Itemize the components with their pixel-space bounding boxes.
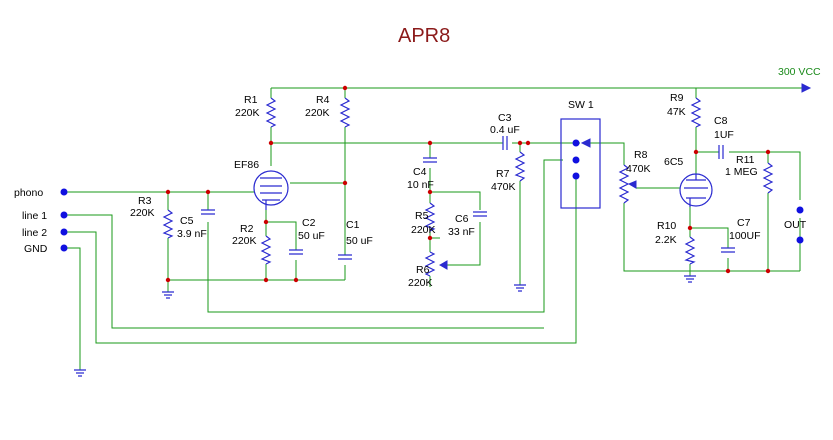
out-terminal-top <box>796 206 804 214</box>
c6-name: C6 <box>455 213 469 225</box>
c4-name: C4 <box>413 166 427 178</box>
component-labels: R1 220K R4 220K R3 220K C5 3.9 nF R2 220… <box>130 92 761 289</box>
r10-value: 2.2K <box>655 234 677 246</box>
r6-name: R6 <box>416 264 430 276</box>
ground-symbols <box>74 275 696 377</box>
ef86-label: EF86 <box>234 159 259 171</box>
r3-symbol <box>162 209 174 239</box>
c1-symbol <box>338 254 352 260</box>
r6-symbol <box>424 251 436 277</box>
c4-symbol <box>423 157 437 163</box>
c7-value: 100UF <box>729 230 761 242</box>
c2-value: 50 uF <box>298 230 325 242</box>
c2-name: C2 <box>302 217 316 229</box>
r2-name: R2 <box>240 223 254 235</box>
c8-value: 1UF <box>714 129 734 141</box>
ground-icon <box>74 369 86 377</box>
6c5-tube <box>679 173 713 207</box>
c5-value: 3.9 nF <box>177 228 207 240</box>
c8-symbol <box>718 145 724 159</box>
r5-symbol <box>424 202 436 232</box>
r8-name: R8 <box>634 149 648 161</box>
sw1-label: SW 1 <box>568 99 594 111</box>
phono-terminal <box>60 188 68 196</box>
schematic-title: APR8 <box>398 25 450 47</box>
ef86-tube <box>253 170 289 210</box>
r9-symbol <box>690 97 702 128</box>
r3-name: R3 <box>138 195 152 207</box>
r7-value: 470K <box>491 181 516 193</box>
c3-value: 0.4 uF <box>490 124 520 136</box>
r1-name: R1 <box>244 94 258 106</box>
c7-name: C7 <box>737 217 751 229</box>
r8-wiper-arrow <box>627 180 637 189</box>
r4-name: R4 <box>316 94 330 106</box>
c8-name: C8 <box>714 115 728 127</box>
c5-name: C5 <box>180 215 194 227</box>
r5-value: 220K <box>411 224 436 236</box>
ground-icon <box>162 291 174 299</box>
6c5-label: 6C5 <box>664 156 683 168</box>
r11-symbol <box>762 162 774 194</box>
c5-symbol <box>201 209 215 215</box>
sw1-switch <box>560 118 601 209</box>
ground-icon <box>684 275 696 283</box>
r1-symbol <box>265 97 277 128</box>
gnd-terminal <box>60 244 68 252</box>
c3-symbol <box>502 136 508 150</box>
phono-label: phono <box>14 187 43 199</box>
vcc-arrow <box>801 83 812 93</box>
terminals <box>60 188 804 252</box>
r5-name: R5 <box>415 210 429 222</box>
line1-terminal <box>60 211 68 219</box>
out-terminal-bottom <box>796 236 804 244</box>
out-label: OUT <box>784 219 807 231</box>
r7-name: R7 <box>496 168 510 180</box>
r9-value: 47K <box>667 106 686 118</box>
c1-name: C1 <box>346 219 360 231</box>
line1-label: line 1 <box>22 210 47 222</box>
r10-name: R10 <box>657 220 676 232</box>
r10-symbol <box>684 236 696 265</box>
r1-value: 220K <box>235 107 260 119</box>
r11-value: 1 MEG <box>725 166 758 178</box>
gnd-label: GND <box>24 243 48 255</box>
vcc-label: 300 VCC <box>778 66 821 78</box>
line2-terminal <box>60 228 68 236</box>
r4-symbol <box>339 97 351 128</box>
junction-dots <box>165 85 771 283</box>
c6-symbol <box>473 211 487 217</box>
r2-symbol <box>260 235 272 265</box>
capacitors <box>201 136 735 260</box>
r3-value: 220K <box>130 207 155 219</box>
r6-wiper-arrow <box>438 260 448 270</box>
line2-label: line 2 <box>22 227 47 239</box>
r7-symbol <box>514 151 526 182</box>
ground-icon <box>514 284 526 292</box>
c3-name: C3 <box>498 112 512 124</box>
r2-value: 220K <box>232 235 257 247</box>
c6-value: 33 nF <box>448 226 475 238</box>
r4-value: 220K <box>305 107 330 119</box>
c2-symbol <box>289 249 303 255</box>
r9-name: R9 <box>670 92 684 104</box>
r6-value: 220K <box>408 277 433 289</box>
r8-value: 470K <box>626 163 651 175</box>
r11-name: R11 <box>736 154 755 166</box>
c1-value: 50 uF <box>346 235 373 247</box>
c4-value: 10 nF <box>407 179 434 191</box>
c7-symbol <box>721 247 735 253</box>
